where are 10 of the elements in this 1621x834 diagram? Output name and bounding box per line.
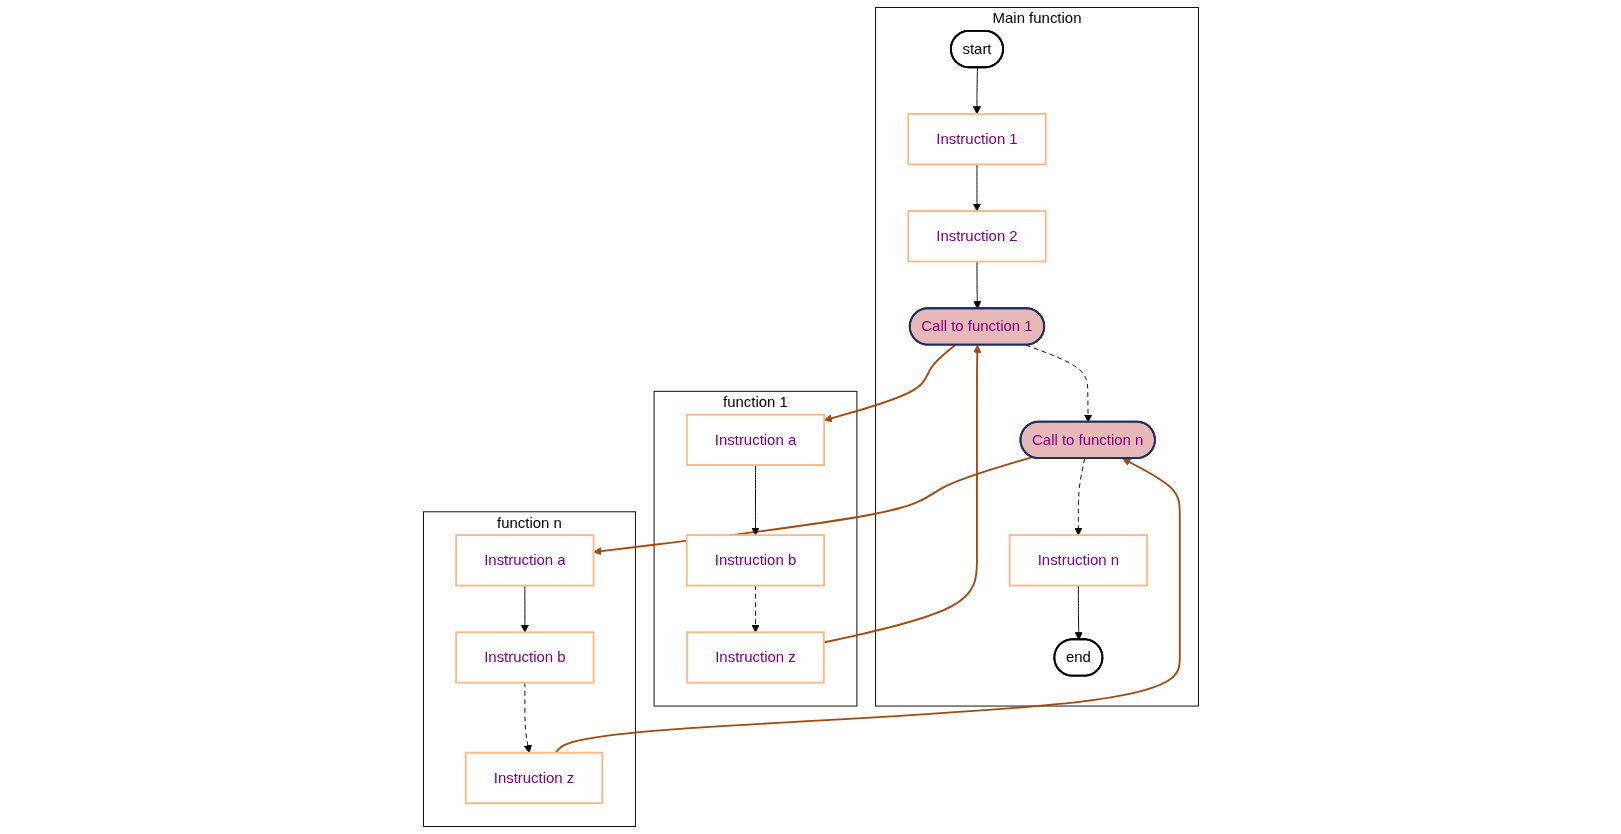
node-box: Instruction b <box>454 631 595 684</box>
node-box: Instruction z <box>464 751 603 805</box>
node-box: Instruction z <box>685 631 825 684</box>
node-box: Instruction n <box>1008 534 1148 587</box>
node-box: Instruction a <box>685 413 825 467</box>
node-box: Instruction 1 <box>906 113 1047 166</box>
node-box: Instruction a <box>454 534 595 587</box>
arrow <box>823 344 956 423</box>
node-box: Instruction b <box>685 534 825 587</box>
node-box: Instruction 2 <box>906 210 1047 263</box>
